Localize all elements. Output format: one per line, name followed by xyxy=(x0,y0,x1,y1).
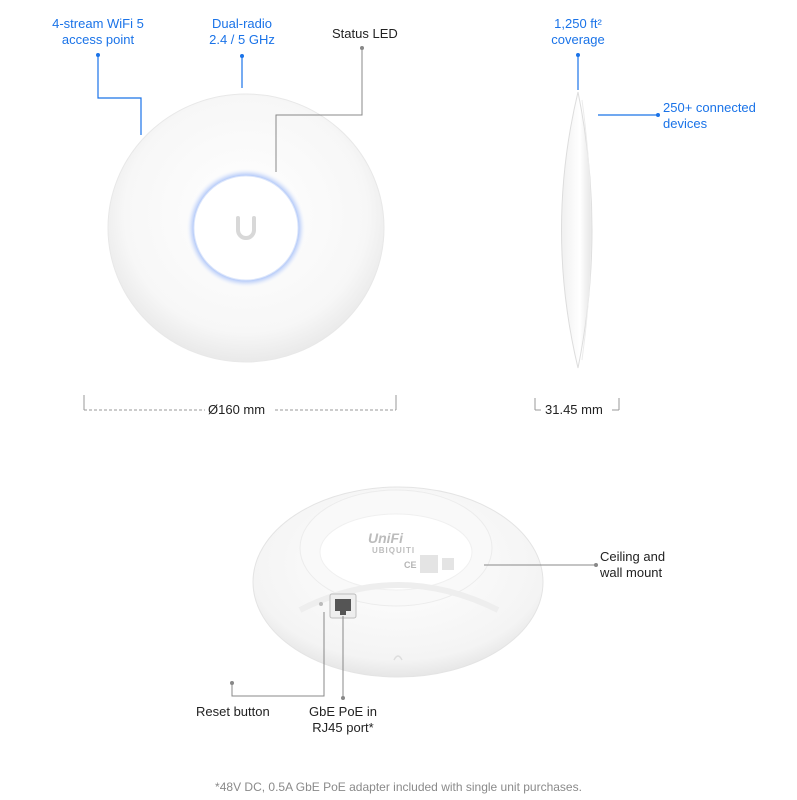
dimension-lines xyxy=(83,395,620,411)
label-reset-button: Reset button xyxy=(196,704,270,719)
callout-lines-blue xyxy=(97,55,658,135)
label-wifi: 4-stream WiFi 5 access point xyxy=(52,16,144,47)
dimension-diameter: Ø160 mm xyxy=(208,402,266,417)
label-radio: Dual-radio 2.4 / 5 GHz xyxy=(209,16,275,47)
label-mount: Ceiling and wall mount xyxy=(600,549,666,580)
label-status-led: Status LED xyxy=(332,26,398,41)
side-view-device xyxy=(561,91,593,369)
ubiquiti-u-logo-icon xyxy=(236,216,256,240)
footnote: *48V DC, 0.5A GbE PoE adapter included w… xyxy=(215,780,582,794)
label-port: GbE PoE in RJ45 port* xyxy=(309,704,377,735)
top-view-device xyxy=(107,93,385,363)
callout-dots-blue xyxy=(96,53,660,117)
label-coverage: 1,250 ft² coverage xyxy=(551,16,605,47)
rj45-port xyxy=(329,593,357,619)
unifi-brand-text: UniFi xyxy=(368,530,403,546)
dimension-depth: 31.45 mm xyxy=(545,402,603,417)
label-devices: 250+ connected devices xyxy=(663,100,756,131)
ubiquiti-maker-text: UBIQUITI xyxy=(372,546,416,555)
callout-dots-gray xyxy=(230,46,598,700)
bottom-view-device xyxy=(252,486,544,678)
reset-button-hole xyxy=(319,602,323,606)
ce-mark-text: CE xyxy=(404,560,417,570)
callout-lines-gray xyxy=(231,48,596,698)
